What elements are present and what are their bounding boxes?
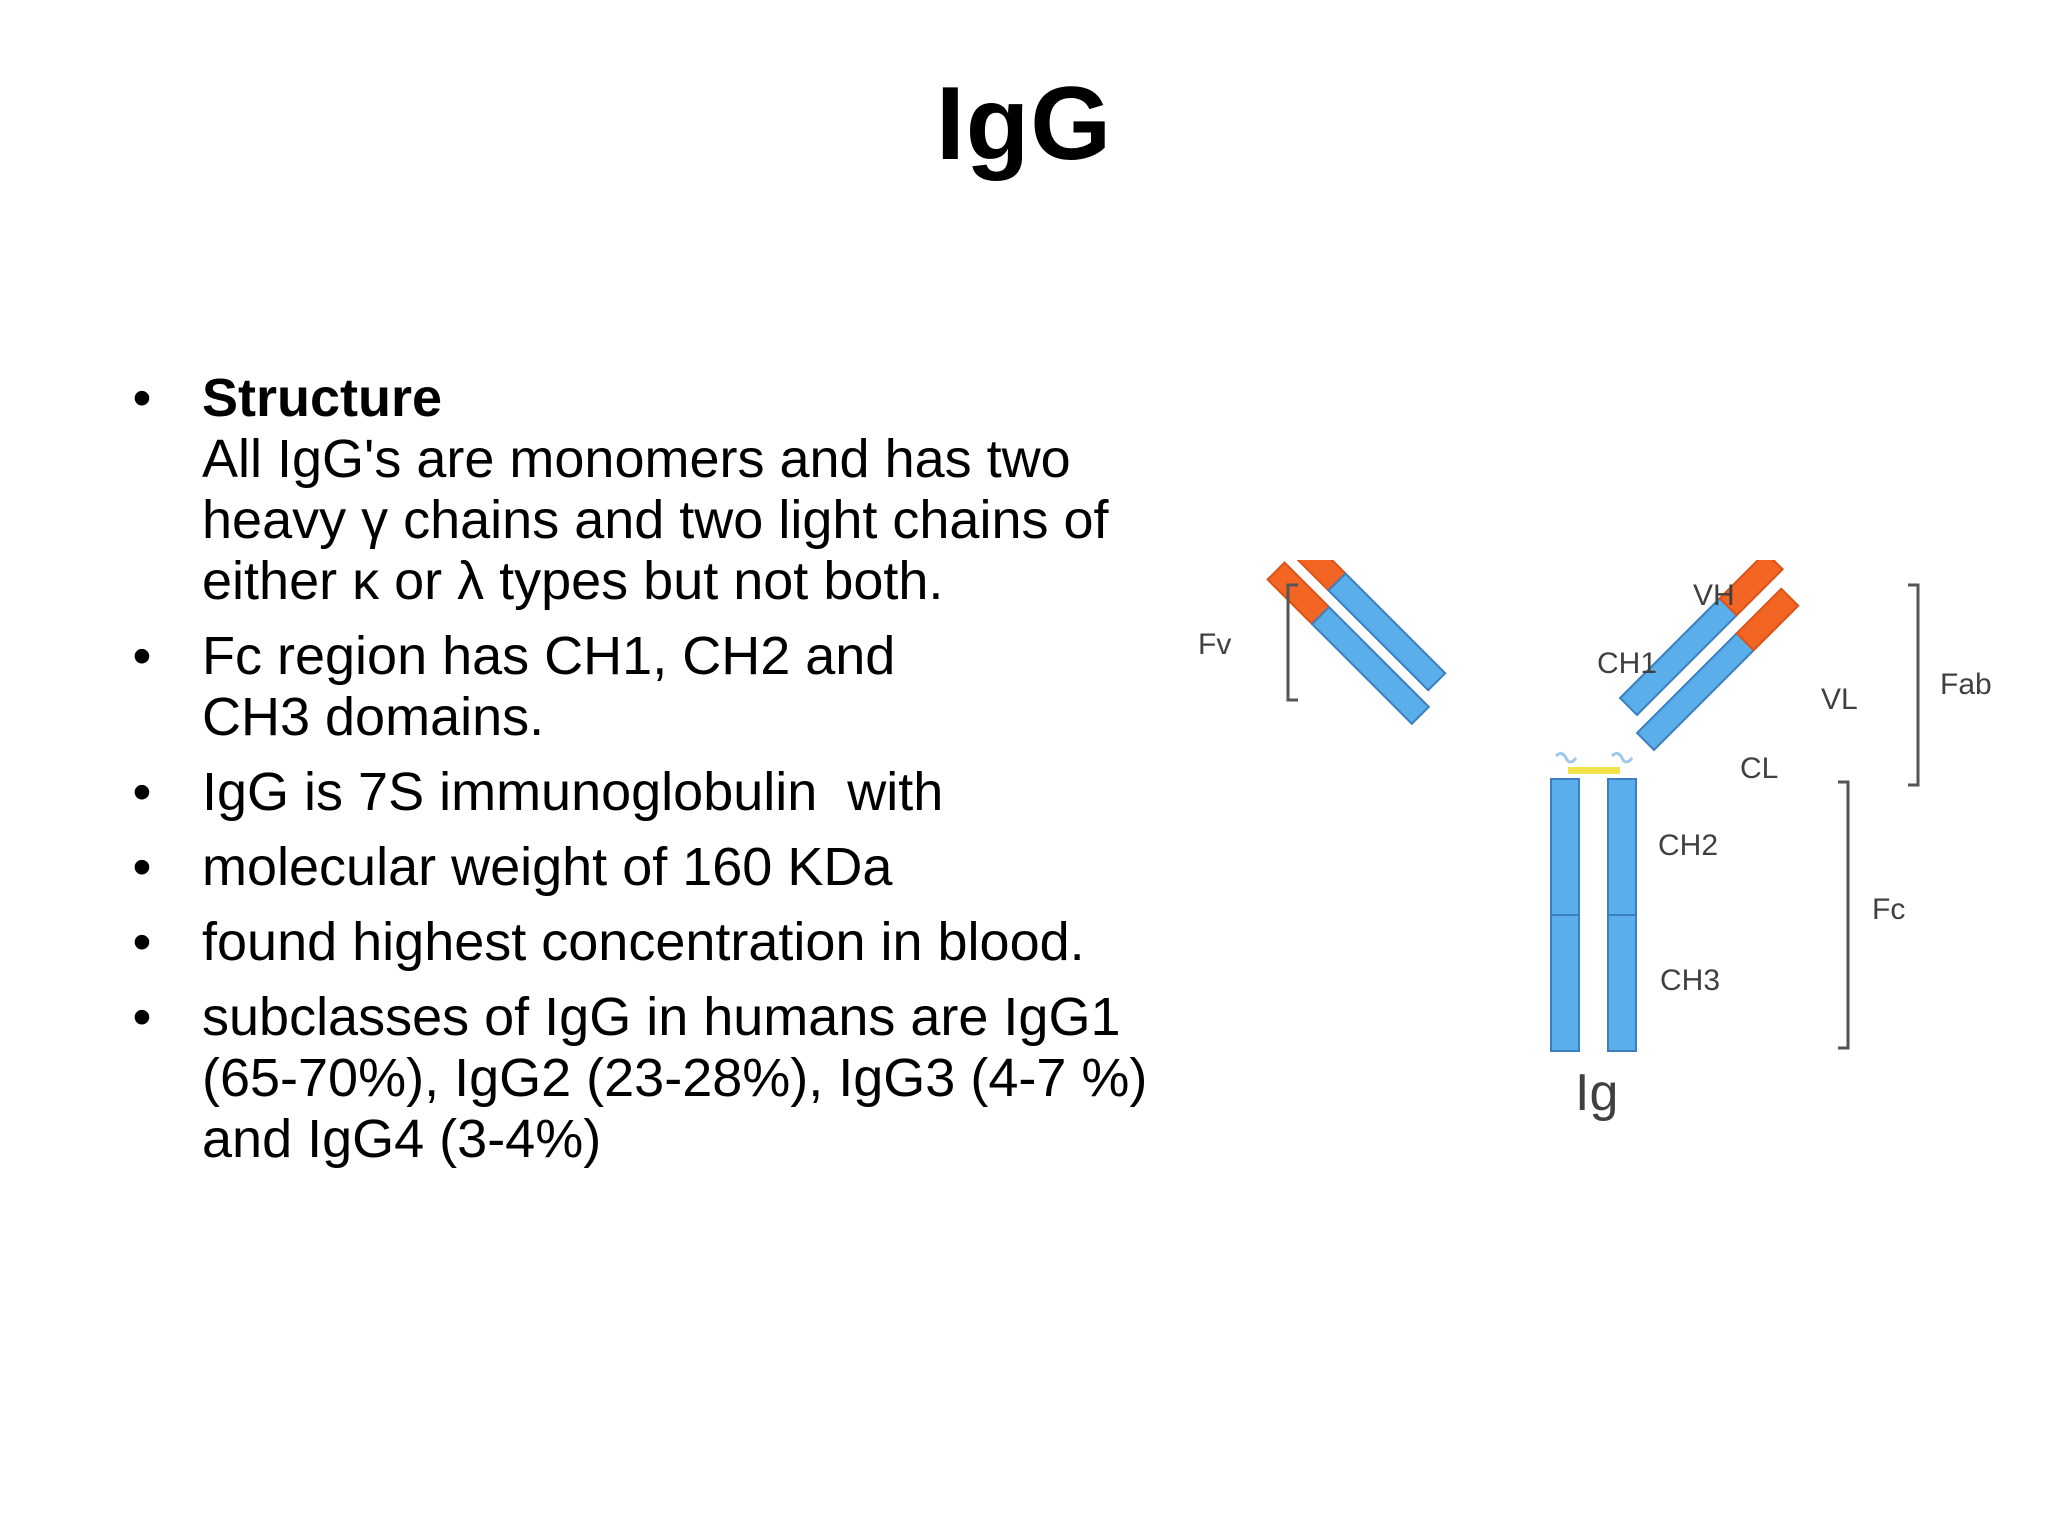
left-light-chain — [1266, 561, 1431, 726]
bullet-list: • Structure All IgG's are monomers and h… — [122, 368, 1192, 1184]
left-heavy-chain — [1281, 560, 1447, 692]
right-vl-domain — [1735, 587, 1800, 652]
right-ch3-domain — [1607, 914, 1637, 1052]
label-vh: VH — [1693, 579, 1735, 612]
bullet-text-line: IgG is 7S immunoglobulin with — [202, 762, 944, 822]
right-light-chain — [1635, 587, 1800, 752]
fab-bracket — [1908, 583, 1920, 787]
bullet-dot: • — [132, 837, 152, 897]
bullet-dot: • — [132, 987, 152, 1047]
label-fab: Fab — [1940, 668, 1992, 701]
hinge-squiggle-left — [1554, 751, 1578, 764]
bullet-text-line: molecular weight of 160 KDa — [202, 837, 893, 897]
fc-stem — [1550, 778, 1637, 1052]
left-cl-domain — [1310, 605, 1431, 726]
label-ig: Ig — [1575, 1064, 1618, 1122]
left-ch1-domain — [1327, 572, 1447, 692]
right-vh-domain — [1718, 560, 1785, 617]
label-ch2: CH2 — [1658, 829, 1718, 862]
fc-bracket — [1838, 780, 1850, 1050]
bullet-item-molecular-weight: • molecular weight of 160 KDa — [122, 837, 1192, 898]
bullet-item-concentration: • found highest concentration in blood. — [122, 912, 1192, 973]
hinge-squiggle-right — [1610, 751, 1634, 764]
bullet-item-fc-region: • Fc region has CH1, CH2 and CH3 domains… — [122, 626, 1192, 748]
label-ch1: CH1 — [1597, 647, 1657, 680]
bullet-text-line: CH3 domains. — [202, 687, 545, 747]
bullet-text-line: All IgG's are monomers and has two — [202, 429, 1071, 489]
right-ch2-domain — [1607, 778, 1637, 916]
bullet-dot: • — [132, 912, 152, 972]
label-cl: CL — [1740, 752, 1778, 785]
label-vl: VL — [1821, 683, 1858, 716]
left-ch2-domain — [1550, 778, 1580, 916]
bullet-text-line: Fc region has CH1, CH2 and — [202, 626, 896, 686]
bullet-heading-structure: Structure — [202, 368, 443, 428]
bullet-text-line: found highest concentration in blood. — [202, 912, 1085, 972]
bullet-text-line: heavy γ chains and two light chains of — [202, 490, 1109, 550]
hinge-disulfide-bond — [1568, 767, 1620, 774]
right-heavy-chain — [1618, 560, 1785, 717]
bullet-dot: • — [132, 368, 152, 428]
bullet-dot: • — [132, 762, 152, 822]
slide-title: IgG — [935, 66, 1113, 182]
bullet-text-line: (65-70%), IgG2 (23-28%), IgG3 (4-7 %) — [202, 1048, 1148, 1108]
bullet-item-structure: • Structure All IgG's are monomers and h… — [122, 368, 1192, 612]
bullet-item-subclasses: • subclasses of IgG in humans are IgG1 (… — [122, 987, 1192, 1170]
bullet-dot: • — [132, 626, 152, 686]
bullet-text-line: either κ or λ types but not both. — [202, 551, 944, 611]
left-ch3-domain — [1550, 914, 1580, 1052]
bullet-item-7s: • IgG is 7S immunoglobulin with — [122, 762, 1192, 823]
bullet-text-line: and IgG4 (3-4%) — [202, 1109, 602, 1169]
label-fv: Fv — [1198, 628, 1231, 661]
fv-bracket — [1286, 583, 1298, 702]
label-ch3: CH3 — [1660, 964, 1720, 997]
bullet-text-line: subclasses of IgG in humans are IgG1 — [202, 987, 1121, 1047]
label-fc: Fc — [1872, 893, 1905, 926]
antibody-diagram: Fv VH CH1 VL Fab CL CH2 Fc CH3 Ig — [1198, 560, 1992, 1122]
